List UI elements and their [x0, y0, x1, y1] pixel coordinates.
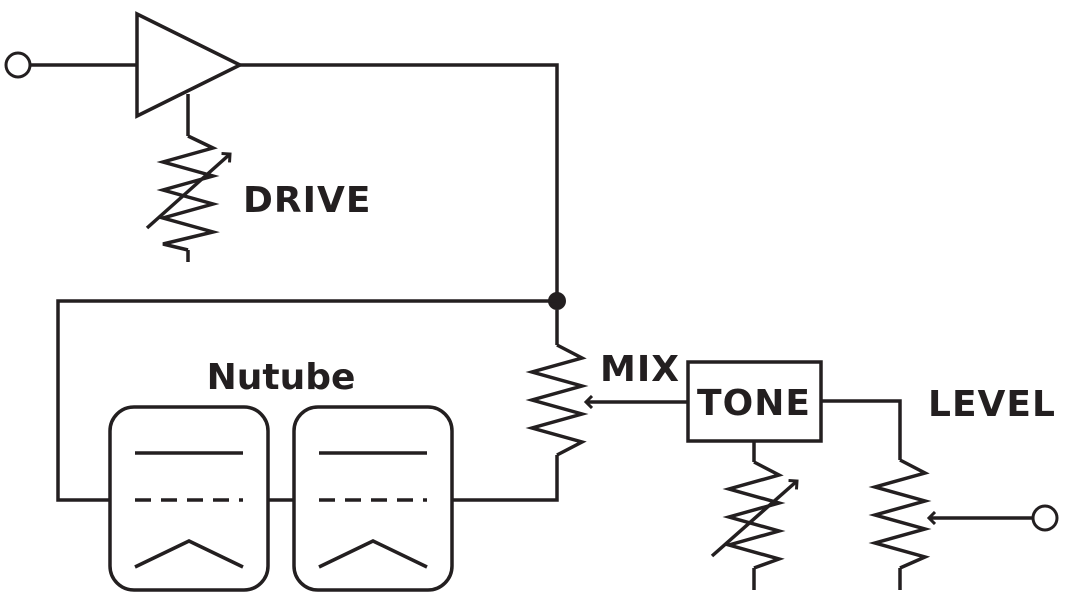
mix-label: MIX [600, 349, 680, 390]
level-potentiometer [868, 458, 932, 590]
drive-label: DRIVE [243, 180, 371, 221]
tone-label: TONE [697, 383, 811, 424]
tone-variable-resistor [710, 441, 797, 590]
output-terminal [1031, 504, 1059, 532]
nutube-tube-2 [292, 405, 454, 592]
amplifier-symbol [135, 11, 244, 119]
nutube-tube-1 [108, 405, 270, 592]
drive-variable-resistor [145, 94, 230, 262]
nutube-label: Nutube [207, 357, 356, 398]
mix-potentiometer [525, 310, 589, 457]
nutube-output-wire [452, 455, 559, 502]
amp-output-wire [240, 63, 559, 300]
nutube-input-wire [56, 299, 557, 502]
input-terminal [4, 51, 32, 79]
level-label: LEVEL [928, 384, 1056, 425]
tone-output-wire [821, 399, 902, 460]
